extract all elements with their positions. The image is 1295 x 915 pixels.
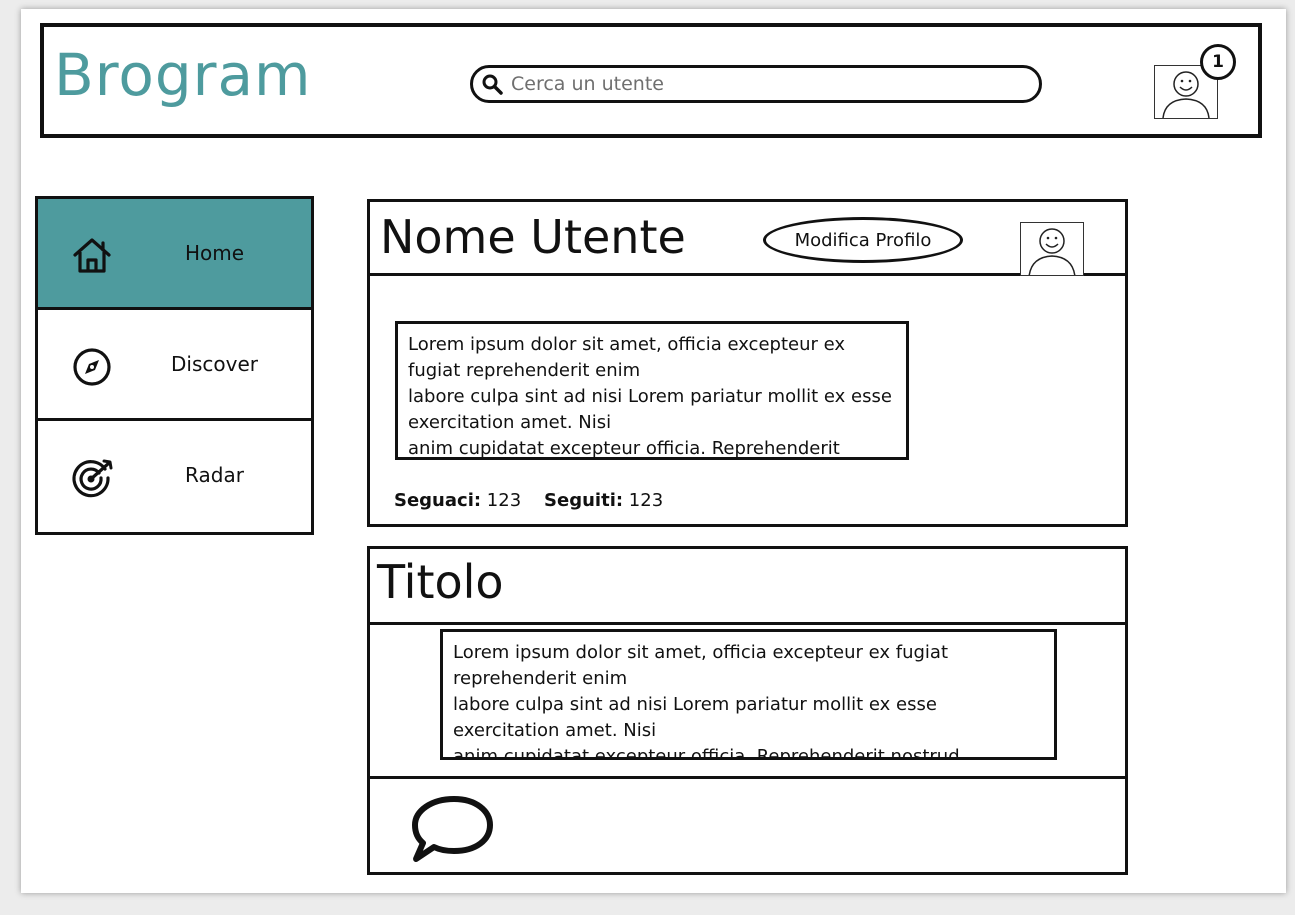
top-header: Brogram 1 xyxy=(40,23,1262,138)
sidebar-item-discover[interactable]: Discover xyxy=(38,310,311,421)
sidebar-nav: Home Discover Radar xyxy=(35,196,314,535)
sidebar-item-label: Radar xyxy=(185,463,244,487)
bio-line: labore culpa sint ad nisi Lorem pariatur… xyxy=(408,386,892,433)
search-icon xyxy=(481,73,503,95)
compass-icon xyxy=(71,346,113,392)
target-icon xyxy=(71,457,115,503)
post-title: Titolo xyxy=(377,555,504,609)
post-card: Titolo Lorem ipsum dolor sit amet, offic… xyxy=(367,546,1128,875)
post-line: labore culpa sint ad nisi Lorem pariatur… xyxy=(453,694,937,741)
bio-line: anim cupidatat excepteur officia. Repreh… xyxy=(408,438,840,459)
notification-badge[interactable]: 1 xyxy=(1200,44,1236,80)
avatar-icon xyxy=(1028,228,1076,275)
followers-count[interactable]: 123 xyxy=(486,490,522,511)
post-header: Titolo xyxy=(370,549,1125,625)
sidebar-item-label: Home xyxy=(184,241,245,265)
search-bar[interactable] xyxy=(470,65,1042,103)
profile-header: Nome Utente Modifica Profilo xyxy=(370,202,1125,276)
following-label: Seguiti: xyxy=(544,490,624,511)
post-line: Lorem ipsum dolor sit amet, officia exce… xyxy=(453,642,949,689)
avatar-icon xyxy=(1162,71,1210,119)
followers-label: Seguaci: xyxy=(394,490,482,511)
post-body: Lorem ipsum dolor sit amet, officia exce… xyxy=(440,629,1057,760)
profile-stats: Seguaci: 123 Seguiti: 123 xyxy=(394,490,663,511)
profile-bio: Lorem ipsum dolor sit amet, officia exce… xyxy=(395,321,909,460)
profile-card: Nome Utente Modifica Profilo Lorem ipsum… xyxy=(367,199,1128,527)
following-count[interactable]: 123 xyxy=(628,490,664,511)
profile-username: Nome Utente xyxy=(380,210,686,264)
home-icon xyxy=(71,235,113,279)
edit-profile-button[interactable]: Modifica Profilo xyxy=(763,217,963,263)
post-footer xyxy=(370,776,1125,872)
post-line: anim cupidatat excepteur officia. Repreh… xyxy=(453,746,960,760)
bio-line: Lorem ipsum dolor sit amet, officia exce… xyxy=(408,334,846,381)
app-logo[interactable]: Brogram xyxy=(54,41,312,109)
sidebar-item-home[interactable]: Home xyxy=(38,199,311,310)
comment-icon[interactable] xyxy=(410,793,496,869)
sidebar-item-radar[interactable]: Radar xyxy=(38,421,311,534)
sidebar-item-label: Discover xyxy=(171,352,258,376)
search-input[interactable] xyxy=(509,72,1013,96)
profile-avatar xyxy=(1020,222,1084,276)
